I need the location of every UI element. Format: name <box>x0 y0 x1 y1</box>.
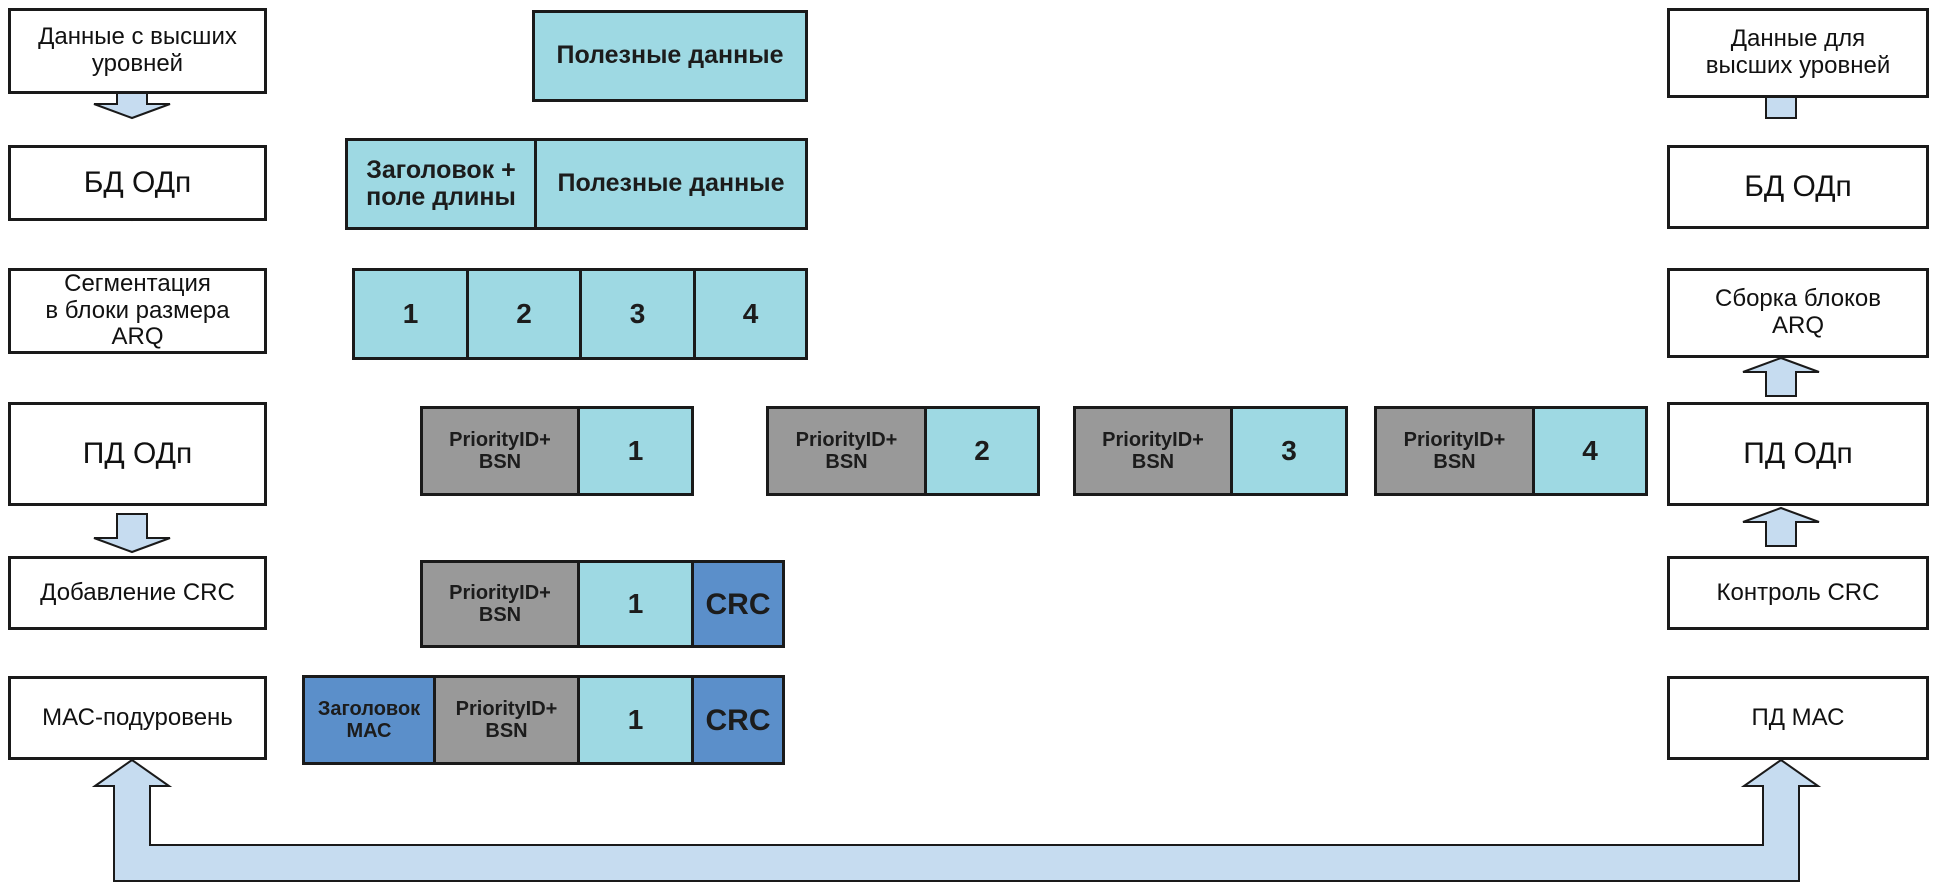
left-crc-add-box: Добавление CRC <box>8 556 267 630</box>
right-higher-layer-data: Данные для высших уровней <box>1667 8 1929 98</box>
segment-cell: 2 <box>466 268 582 360</box>
arrow-down <box>93 513 171 554</box>
left-sdu-box: БД ОДп <box>8 145 267 221</box>
segment-cell: 1 <box>352 268 469 360</box>
left-higher-layer-data: Данные с высших уровней <box>8 8 267 94</box>
priority-bsn-cell: PriorityID+ BSN <box>420 406 580 496</box>
mac-header-cell: Заголовок МАС <box>302 675 436 765</box>
segment-cell: 4 <box>1532 406 1648 496</box>
segment-cell: 1 <box>577 406 694 496</box>
transfer-arrow <box>91 758 1822 882</box>
priority-bsn-cell: PriorityID+ BSN <box>1374 406 1535 496</box>
left-pdu-box: ПД ОДп <box>8 402 267 506</box>
arrow-up <box>1742 356 1820 397</box>
left-mac-sublayer-box: МАС-подуровень <box>8 676 267 760</box>
segment-cell: 4 <box>693 268 808 360</box>
payload-cell: Полезные данные <box>534 138 808 230</box>
right-sdu-box: БД ОДп <box>1667 145 1929 229</box>
arrow-up <box>1742 506 1820 547</box>
segment-cell: 3 <box>579 268 696 360</box>
segment-cell: 1 <box>577 560 694 648</box>
right-pdu-box: ПД ОДп <box>1667 402 1929 506</box>
header-length-cell: Заголовок + поле длины <box>345 138 537 230</box>
segment-cell: 2 <box>924 406 1040 496</box>
priority-bsn-cell: PriorityID+ BSN <box>433 675 580 765</box>
priority-bsn-cell: PriorityID+ BSN <box>766 406 927 496</box>
crc-cell: CRC <box>691 560 785 648</box>
priority-bsn-cell: PriorityID+ BSN <box>420 560 580 648</box>
crc-cell: CRC <box>691 675 785 765</box>
right-crc-check-box: Контроль CRC <box>1667 556 1929 630</box>
segment-cell: 3 <box>1230 406 1348 496</box>
right-mac-pdu-box: ПД МАС <box>1667 676 1929 760</box>
left-segmentation-box: Сегментация в блоки размера ARQ <box>8 268 267 354</box>
payload-cell: Полезные данные <box>532 10 808 102</box>
segment-cell: 1 <box>577 675 694 765</box>
right-arq-assembly-box: Сборка блоков ARQ <box>1667 268 1929 358</box>
priority-bsn-cell: PriorityID+ BSN <box>1073 406 1233 496</box>
